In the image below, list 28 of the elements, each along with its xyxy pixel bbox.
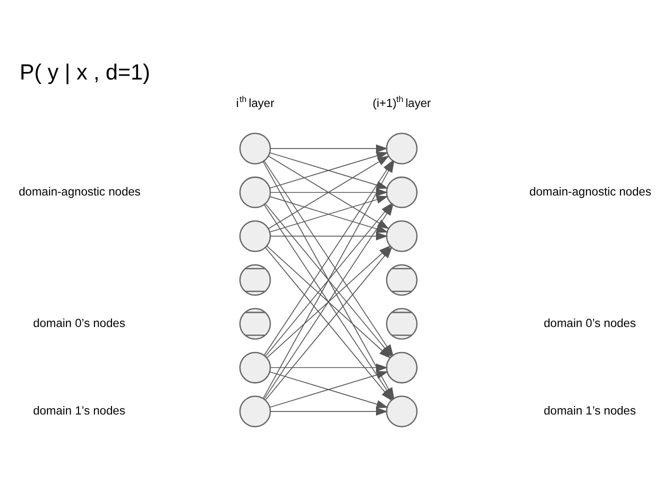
node-crossed-circle	[386, 264, 418, 296]
label: i$^{th}$ layer	[236, 93, 274, 110]
label: domain 1’s nodes	[544, 404, 636, 418]
node-circle	[386, 132, 418, 164]
arrow	[270, 363, 388, 372]
node-circle	[386, 395, 418, 427]
node-circle	[239, 132, 271, 164]
node-circle	[239, 395, 271, 427]
node-circle	[386, 176, 418, 208]
node-circle	[239, 220, 271, 252]
label: domain-agnostic nodes	[18, 184, 141, 198]
node-circle	[386, 220, 418, 252]
node-crossed-circle	[239, 264, 271, 296]
node-crossed-circle	[239, 308, 271, 340]
arrow	[270, 144, 388, 152]
node-circle	[386, 351, 418, 383]
node-circle	[239, 176, 271, 208]
arrow	[270, 406, 388, 416]
label: domain-agnostic nodes	[529, 184, 652, 198]
label: (i+1)$^{th}$ layer	[372, 93, 431, 110]
diagram-title: P( y | x , d=1)	[20, 58, 150, 84]
arrow	[270, 232, 388, 240]
label: domain 0’s nodes	[544, 316, 636, 330]
label: domain 1’s nodes	[33, 404, 126, 418]
node-circle	[239, 351, 271, 383]
label: domain 0’s nodes	[33, 316, 126, 330]
node-crossed-circle	[386, 308, 418, 340]
arrow	[270, 188, 388, 196]
